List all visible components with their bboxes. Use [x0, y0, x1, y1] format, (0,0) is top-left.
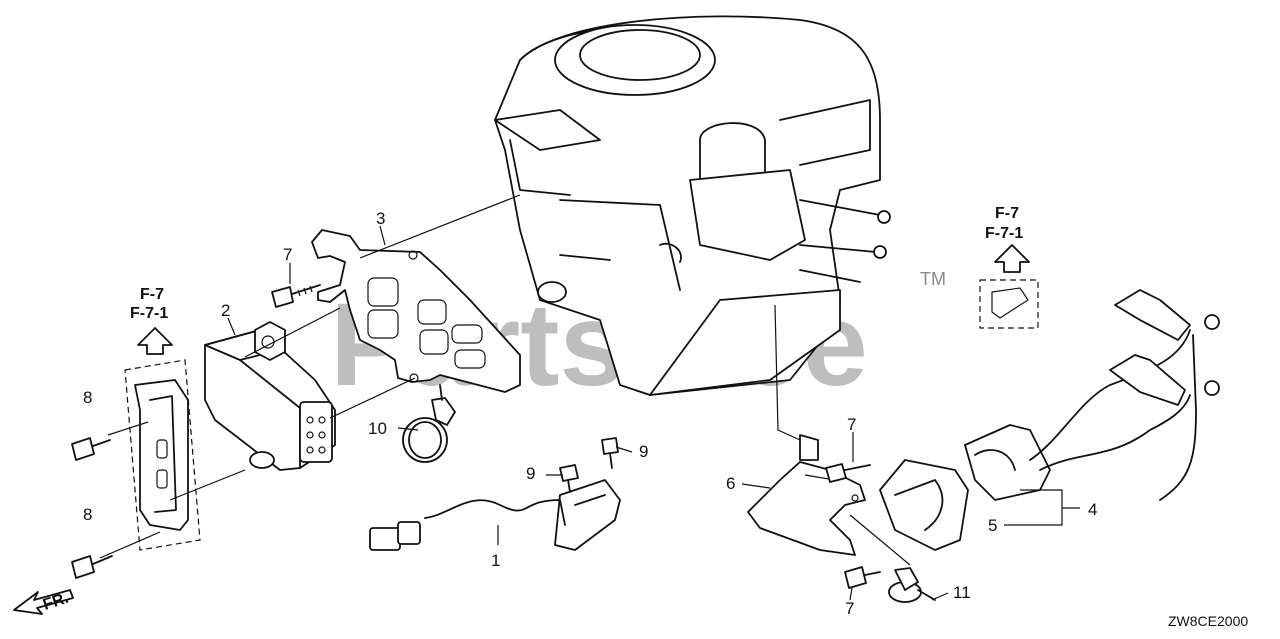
reference-right-line1: F-7 [995, 205, 1019, 222]
bolt-8-lower [71, 555, 113, 579]
leader-lines [227, 225, 949, 601]
callout-9-right: 9 [639, 442, 648, 461]
control-module [204, 307, 416, 471]
leaders-4-5 [1004, 489, 1080, 526]
bolt-8-upper [71, 437, 111, 461]
diagram-code: ZW8CE2000 [1168, 613, 1248, 629]
ref-arrow-left [137, 327, 173, 355]
reference-left-line2: F-7-1 [130, 305, 168, 322]
ref-arrow-right [979, 244, 1039, 329]
callout-4: 4 [1088, 500, 1097, 519]
watermark-trademark: TM [920, 269, 946, 289]
bolt-7-upper [271, 284, 321, 308]
callout-3: 3 [376, 209, 385, 228]
callout-7-upper: 7 [283, 245, 292, 264]
callout-10: 10 [368, 419, 387, 438]
callout-5: 5 [988, 516, 997, 535]
callout-labels: 1 2 3 4 5 6 7 7 7 8 8 9 9 10 11 [83, 209, 1097, 618]
left-bracket [99, 359, 246, 559]
engine-block [494, 15, 891, 396]
mounting-plate [311, 194, 521, 393]
callout-8-upper: 8 [83, 388, 92, 407]
reference-left-line1: F-7 [140, 286, 164, 303]
reference-right: F-7 F-7-1 [985, 205, 1023, 242]
ignition-coil [879, 289, 1220, 551]
callout-9-left: 9 [526, 464, 535, 483]
callout-1: 1 [491, 551, 500, 570]
front-indicator-label: FR. [41, 590, 71, 614]
callout-11: 11 [953, 583, 971, 602]
coil-bracket [747, 304, 881, 589]
callout-7-lower: 7 [845, 599, 854, 618]
cable-tie-10 [402, 384, 456, 463]
callout-8-lower: 8 [83, 505, 92, 524]
reference-right-line2: F-7-1 [985, 225, 1023, 242]
callout-6: 6 [726, 474, 735, 493]
clamp-11 [849, 514, 936, 603]
callout-7-right: 7 [847, 415, 856, 434]
reference-left: F-7 F-7-1 [130, 286, 168, 322]
front-arrow-icon [13, 589, 74, 615]
sensor-harness [369, 437, 621, 551]
callout-2: 2 [221, 301, 230, 320]
